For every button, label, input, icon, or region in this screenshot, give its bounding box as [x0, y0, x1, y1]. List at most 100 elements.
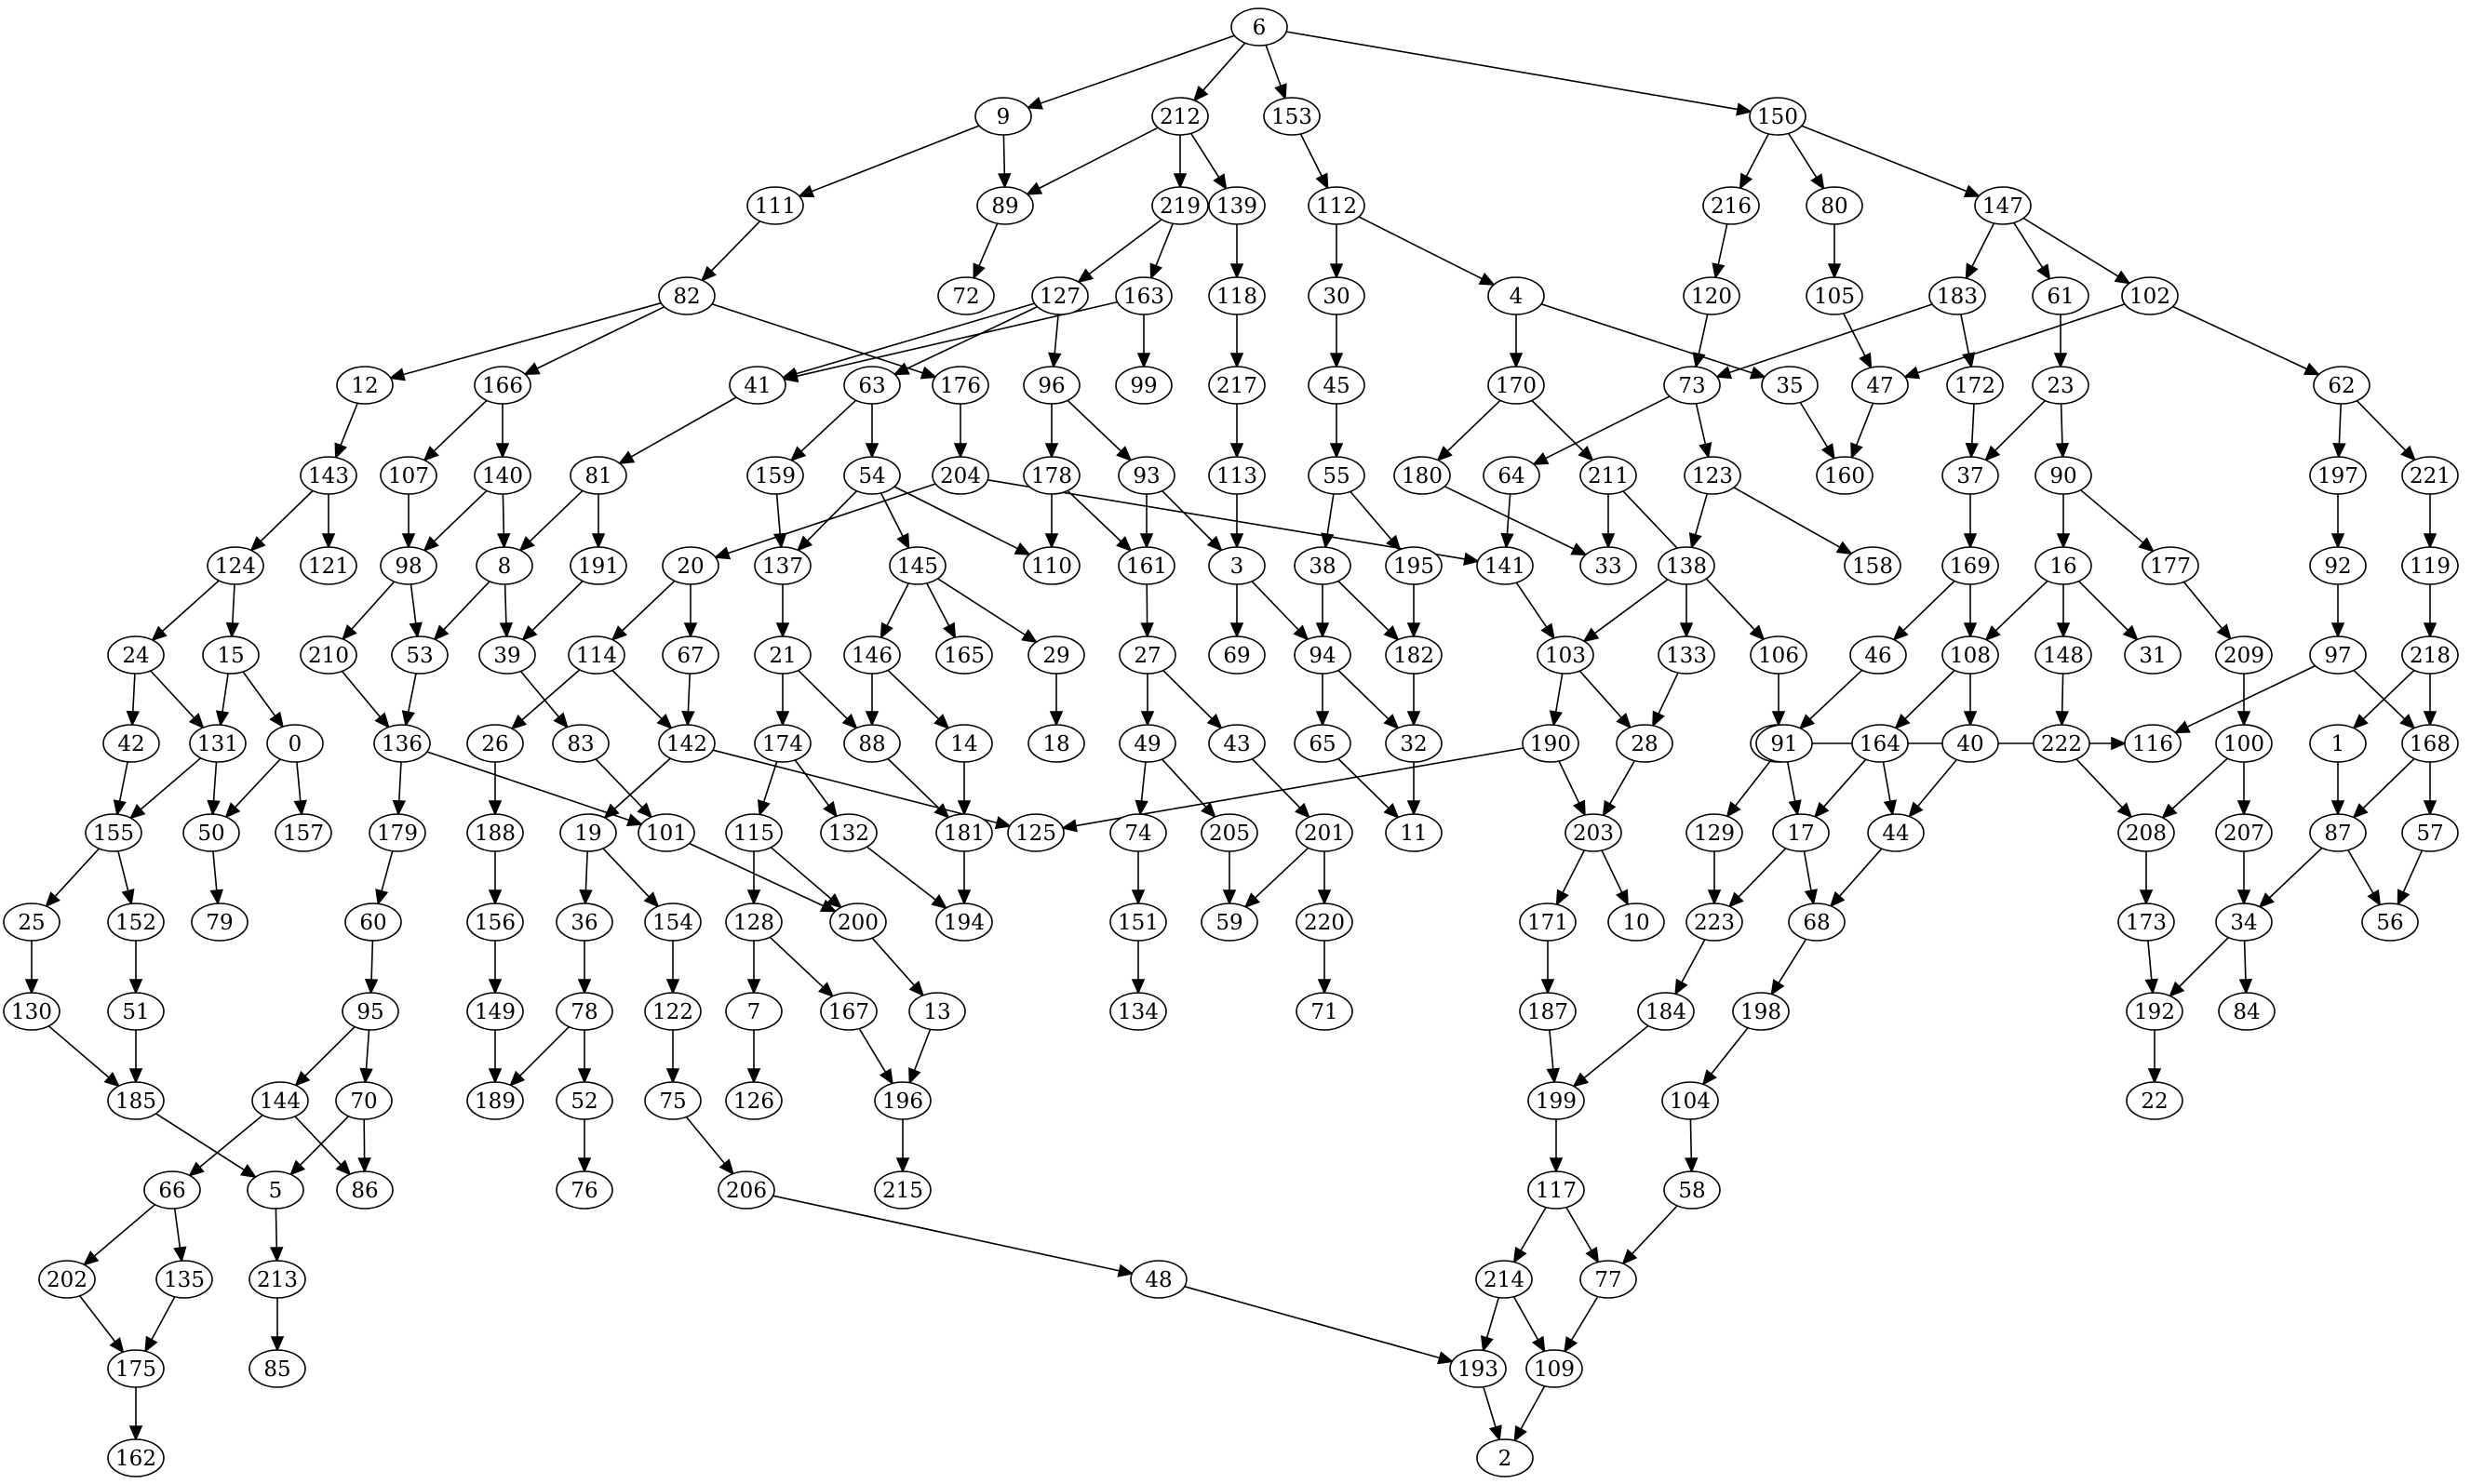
node-label: 174 — [762, 732, 803, 756]
arrowhead-icon — [270, 1336, 285, 1353]
edge-141-103 — [1515, 582, 1555, 640]
edge-line — [602, 848, 650, 898]
edge-219-127 — [1077, 219, 1162, 284]
edge-line — [1162, 490, 1214, 542]
arrowhead-icon — [2053, 353, 2068, 369]
arrowhead-icon — [401, 710, 415, 728]
node-label: 102 — [2129, 285, 2170, 309]
arrowhead-icon — [1173, 173, 1188, 190]
node-156: 156 — [466, 902, 524, 942]
arrowhead-icon — [1149, 262, 1163, 280]
node-label: 37 — [1956, 464, 1983, 488]
node-label: 221 — [2410, 464, 2451, 488]
edge-109-2 — [1513, 1385, 1546, 1442]
node-ellipse — [107, 1081, 165, 1120]
edge-101-200 — [689, 842, 838, 913]
arrowhead-icon — [823, 800, 838, 818]
edge-195-182 — [1406, 584, 1421, 639]
node-ellipse — [2117, 813, 2175, 852]
edge-80-105 — [1827, 224, 1842, 280]
arrowhead-icon — [1549, 710, 1563, 728]
node-ellipse — [1941, 635, 1999, 675]
edge-14-181 — [957, 762, 972, 817]
node-label: 172 — [1954, 374, 1995, 398]
node-177: 177 — [2142, 546, 2199, 585]
node-label: 4 — [1510, 285, 1524, 309]
edge-143-121 — [321, 494, 336, 550]
node-label: 222 — [2041, 732, 2082, 756]
edge-16-108 — [1984, 580, 2048, 642]
edge-23-90 — [2055, 403, 2070, 460]
edge-line — [1570, 1296, 1599, 1341]
node-label: 113 — [1216, 464, 1257, 488]
node-69: 69 — [1208, 635, 1266, 675]
arrowhead-icon — [1712, 262, 1726, 280]
node-ellipse — [1130, 1260, 1188, 1299]
node-143: 143 — [300, 456, 357, 495]
edge-42-155 — [113, 761, 128, 817]
edge-172-37 — [1965, 403, 1979, 460]
node-67: 67 — [662, 635, 719, 675]
node-118: 118 — [1208, 276, 1266, 315]
node-ellipse — [725, 1081, 783, 1120]
node-label: 49 — [1134, 732, 1161, 756]
edge-line — [2061, 673, 2064, 713]
edge-214-109 — [1512, 1296, 1546, 1354]
node-104: 104 — [1661, 1081, 1719, 1120]
edge-line — [866, 846, 936, 901]
edge-204-20 — [713, 483, 936, 560]
arrowhead-icon — [321, 533, 336, 550]
node-label: 217 — [1216, 374, 1257, 398]
node-3: 3 — [1208, 546, 1266, 585]
edge-95-144 — [294, 1026, 356, 1087]
node-ellipse — [466, 724, 524, 763]
node-label: 39 — [493, 644, 520, 668]
edge-line — [1184, 1285, 1441, 1359]
edge-81-8 — [518, 489, 584, 553]
node-label: 192 — [2134, 1000, 2175, 1024]
edge-21-174 — [775, 674, 790, 728]
node-72: 72 — [937, 276, 995, 315]
edge-line — [1738, 848, 1787, 898]
arrowhead-icon — [1206, 713, 1223, 729]
node-ellipse — [1483, 456, 1540, 495]
node-ellipse — [2401, 813, 2459, 852]
arrowhead-icon — [1546, 1067, 1560, 1085]
node-label: 14 — [950, 732, 977, 756]
node-119: 119 — [2401, 546, 2459, 585]
edge-147-61 — [2013, 221, 2051, 281]
arrowhead-icon — [1692, 352, 1706, 369]
edge-112-30 — [1329, 224, 1344, 280]
node-68: 68 — [1788, 902, 1846, 942]
edge-line — [1337, 757, 1390, 809]
node-label: 77 — [1594, 1268, 1621, 1292]
node-ellipse — [1637, 992, 1695, 1031]
arrowhead-icon — [1679, 622, 1694, 639]
node-181: 181 — [935, 813, 993, 852]
node-ellipse — [1031, 276, 1089, 315]
node-207: 207 — [2215, 813, 2273, 852]
node-label: 83 — [567, 732, 594, 756]
node-label: 146 — [852, 644, 893, 668]
edge-line — [770, 847, 832, 900]
edge-47-160 — [1850, 403, 1874, 460]
edge-222-208 — [2075, 758, 2133, 819]
edge-193-2 — [1483, 1386, 1502, 1442]
edge-line — [2172, 305, 2308, 370]
node-label: 26 — [481, 732, 508, 756]
arrowhead-icon — [1383, 624, 1400, 641]
node-label: 15 — [217, 644, 244, 668]
arrowhead-icon — [1329, 443, 1344, 460]
node-label: 210 — [308, 644, 349, 668]
node-ellipse — [644, 902, 702, 942]
node-157: 157 — [275, 813, 332, 852]
arrowhead-icon — [2423, 622, 2437, 639]
edge-183-73 — [1714, 303, 1933, 380]
node-215: 215 — [874, 1170, 932, 1210]
node-102: 102 — [2121, 276, 2179, 315]
arrowhead-icon — [1965, 262, 1979, 280]
arrowhead-icon — [1572, 799, 1586, 817]
node-ellipse — [1685, 813, 1743, 852]
node-label: 80 — [1820, 194, 1847, 219]
